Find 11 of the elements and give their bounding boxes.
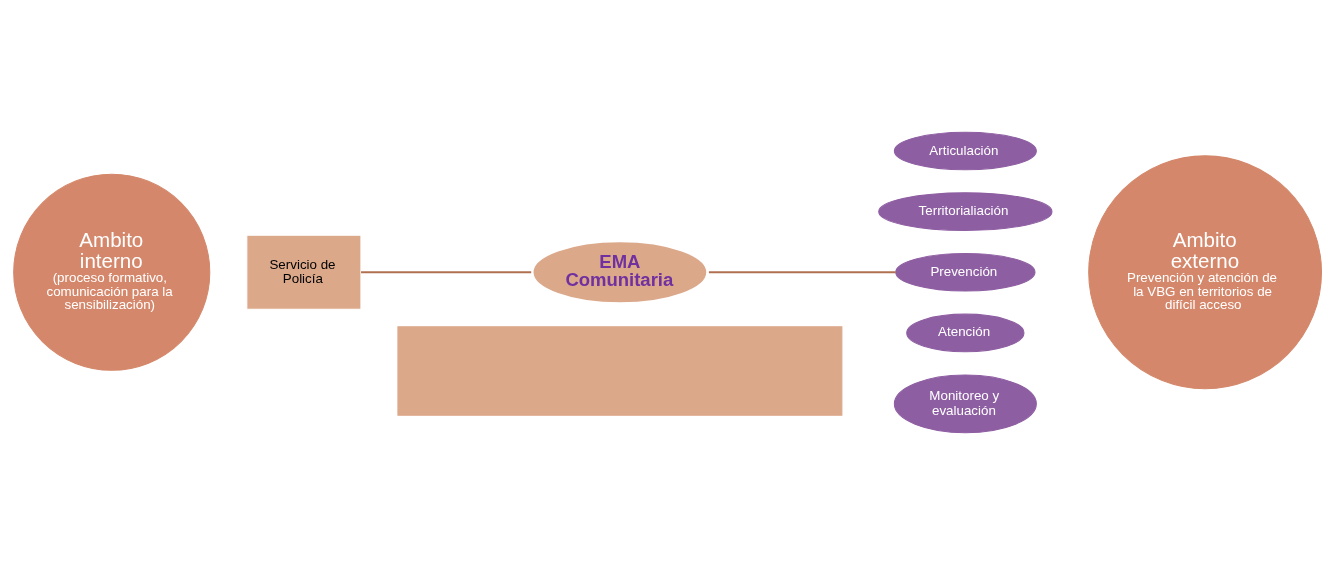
connector [708, 270, 896, 273]
node-circle: Ambito interno (proceso formativo, comunicación para la sensibilización) [13, 173, 211, 371]
node-ellipse: Atención [906, 313, 1025, 352]
node-ellipse: Territorialiación [878, 191, 1053, 231]
node-ellipse: Prevención [895, 252, 1036, 292]
node-circle: Ambito externo Prevención y atención de la VBG en territorios de difícil acceso [1088, 154, 1323, 389]
connector [361, 270, 532, 273]
node-ellipse: Monitoreo y evaluación [893, 373, 1037, 433]
node-ellipse: Articulación [893, 131, 1037, 170]
node-bar [397, 325, 843, 416]
node-box: Servicio de Policía [246, 234, 362, 310]
